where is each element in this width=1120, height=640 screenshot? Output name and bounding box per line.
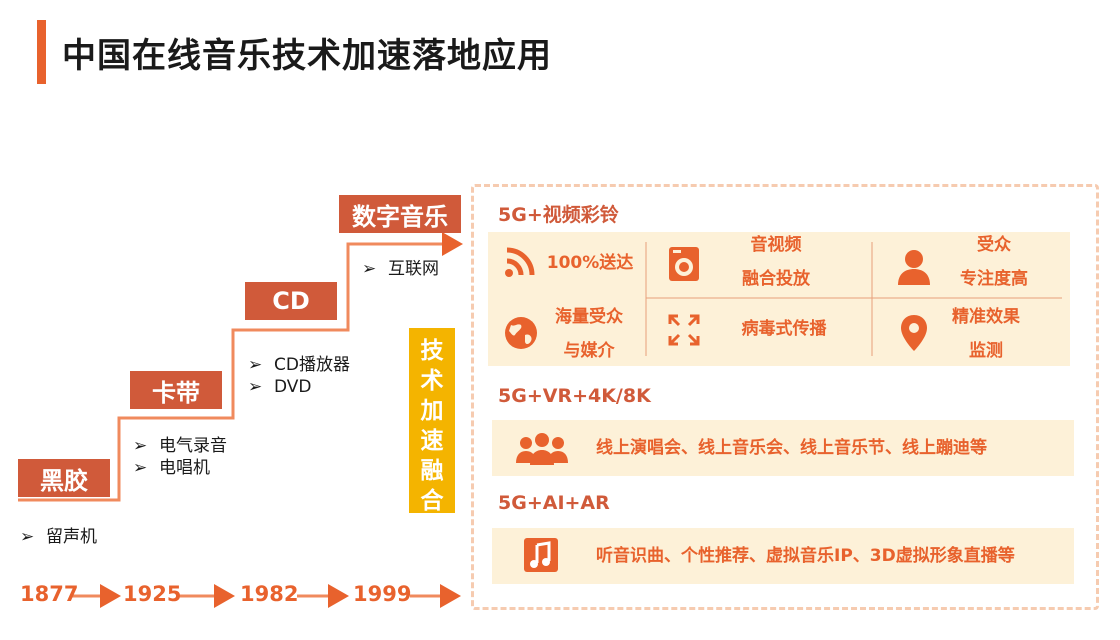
staircase-line — [18, 232, 463, 502]
list-item: ➢CD播放器 — [248, 355, 350, 375]
group-icon — [514, 430, 570, 466]
fusion-label: 技术加 速融合 — [409, 328, 455, 514]
feature-av-fusion: 音视频融合投放 — [742, 235, 810, 289]
location-pin-icon — [896, 312, 932, 354]
vr-card: 线上演唱会、线上音乐会、线上音乐节、线上蹦迪等 — [492, 420, 1074, 476]
stage-cd: CD — [245, 282, 337, 320]
section-heading-ai: 5G+AI+AR — [498, 492, 610, 514]
year-label: 1999 — [353, 582, 412, 606]
stage-digital-items: ➢互联网 — [362, 258, 439, 280]
stage-vinyl: 黑胶 — [18, 459, 110, 497]
music-note-icon — [522, 536, 560, 574]
washing-machine-icon — [664, 244, 704, 284]
ai-card: 听音识曲、个性推荐、虚拟音乐IP、3D虚拟形象直播等 — [492, 528, 1074, 584]
stage-digital: 数字音乐 — [339, 195, 461, 233]
section-heading-video: 5G+视频彩铃 — [498, 204, 619, 226]
year-label: 1925 — [123, 582, 182, 606]
feature-viral: 病毒式传播 — [741, 319, 827, 339]
stage-cassette: 卡带 — [130, 371, 222, 409]
list-item: ➢互联网 — [362, 259, 439, 279]
vr-applications-text: 线上演唱会、线上音乐会、线上音乐节、线上蹦迪等 — [596, 438, 987, 458]
list-item: ➢电气录音 — [133, 436, 227, 456]
card-grid-lines — [645, 242, 1062, 356]
title-accent-bar — [37, 20, 46, 84]
stage-vinyl-items: ➢留声机 — [20, 526, 97, 548]
applications-panel — [471, 184, 1099, 610]
ai-applications-text: 听音识曲、个性推荐、虚拟音乐IP、3D虚拟形象直播等 — [596, 546, 1015, 566]
page-title: 中国在线音乐技术加速落地应用 — [62, 36, 552, 76]
feature-precise-tracking: 精准效果监测 — [952, 307, 1020, 361]
feature-attention: 受众专注度高 — [960, 235, 1028, 289]
stage-cd-items: ➢CD播放器 ➢DVD — [248, 354, 350, 398]
year-label: 1877 — [20, 582, 79, 606]
user-icon — [894, 246, 934, 286]
feature-mass-audience: 海量受众与媒介 — [555, 307, 623, 361]
list-item: ➢留声机 — [20, 527, 97, 547]
expand-icon — [666, 312, 702, 348]
stage-cassette-items: ➢电气录音 ➢电唱机 — [133, 435, 227, 479]
list-item: ➢电唱机 — [133, 458, 210, 478]
rss-icon — [502, 244, 538, 280]
globe-icon — [502, 314, 540, 352]
list-item: ➢DVD — [248, 377, 312, 397]
feature-delivery: 100%送达 — [546, 253, 634, 273]
section-heading-vr: 5G+VR+4K/8K — [498, 385, 651, 407]
year-label: 1982 — [240, 582, 299, 606]
video-features-card: 100%送达 音视频融合投放 受众专注度高 海量受众与媒介 病毒式传播 精准效果… — [488, 232, 1070, 366]
